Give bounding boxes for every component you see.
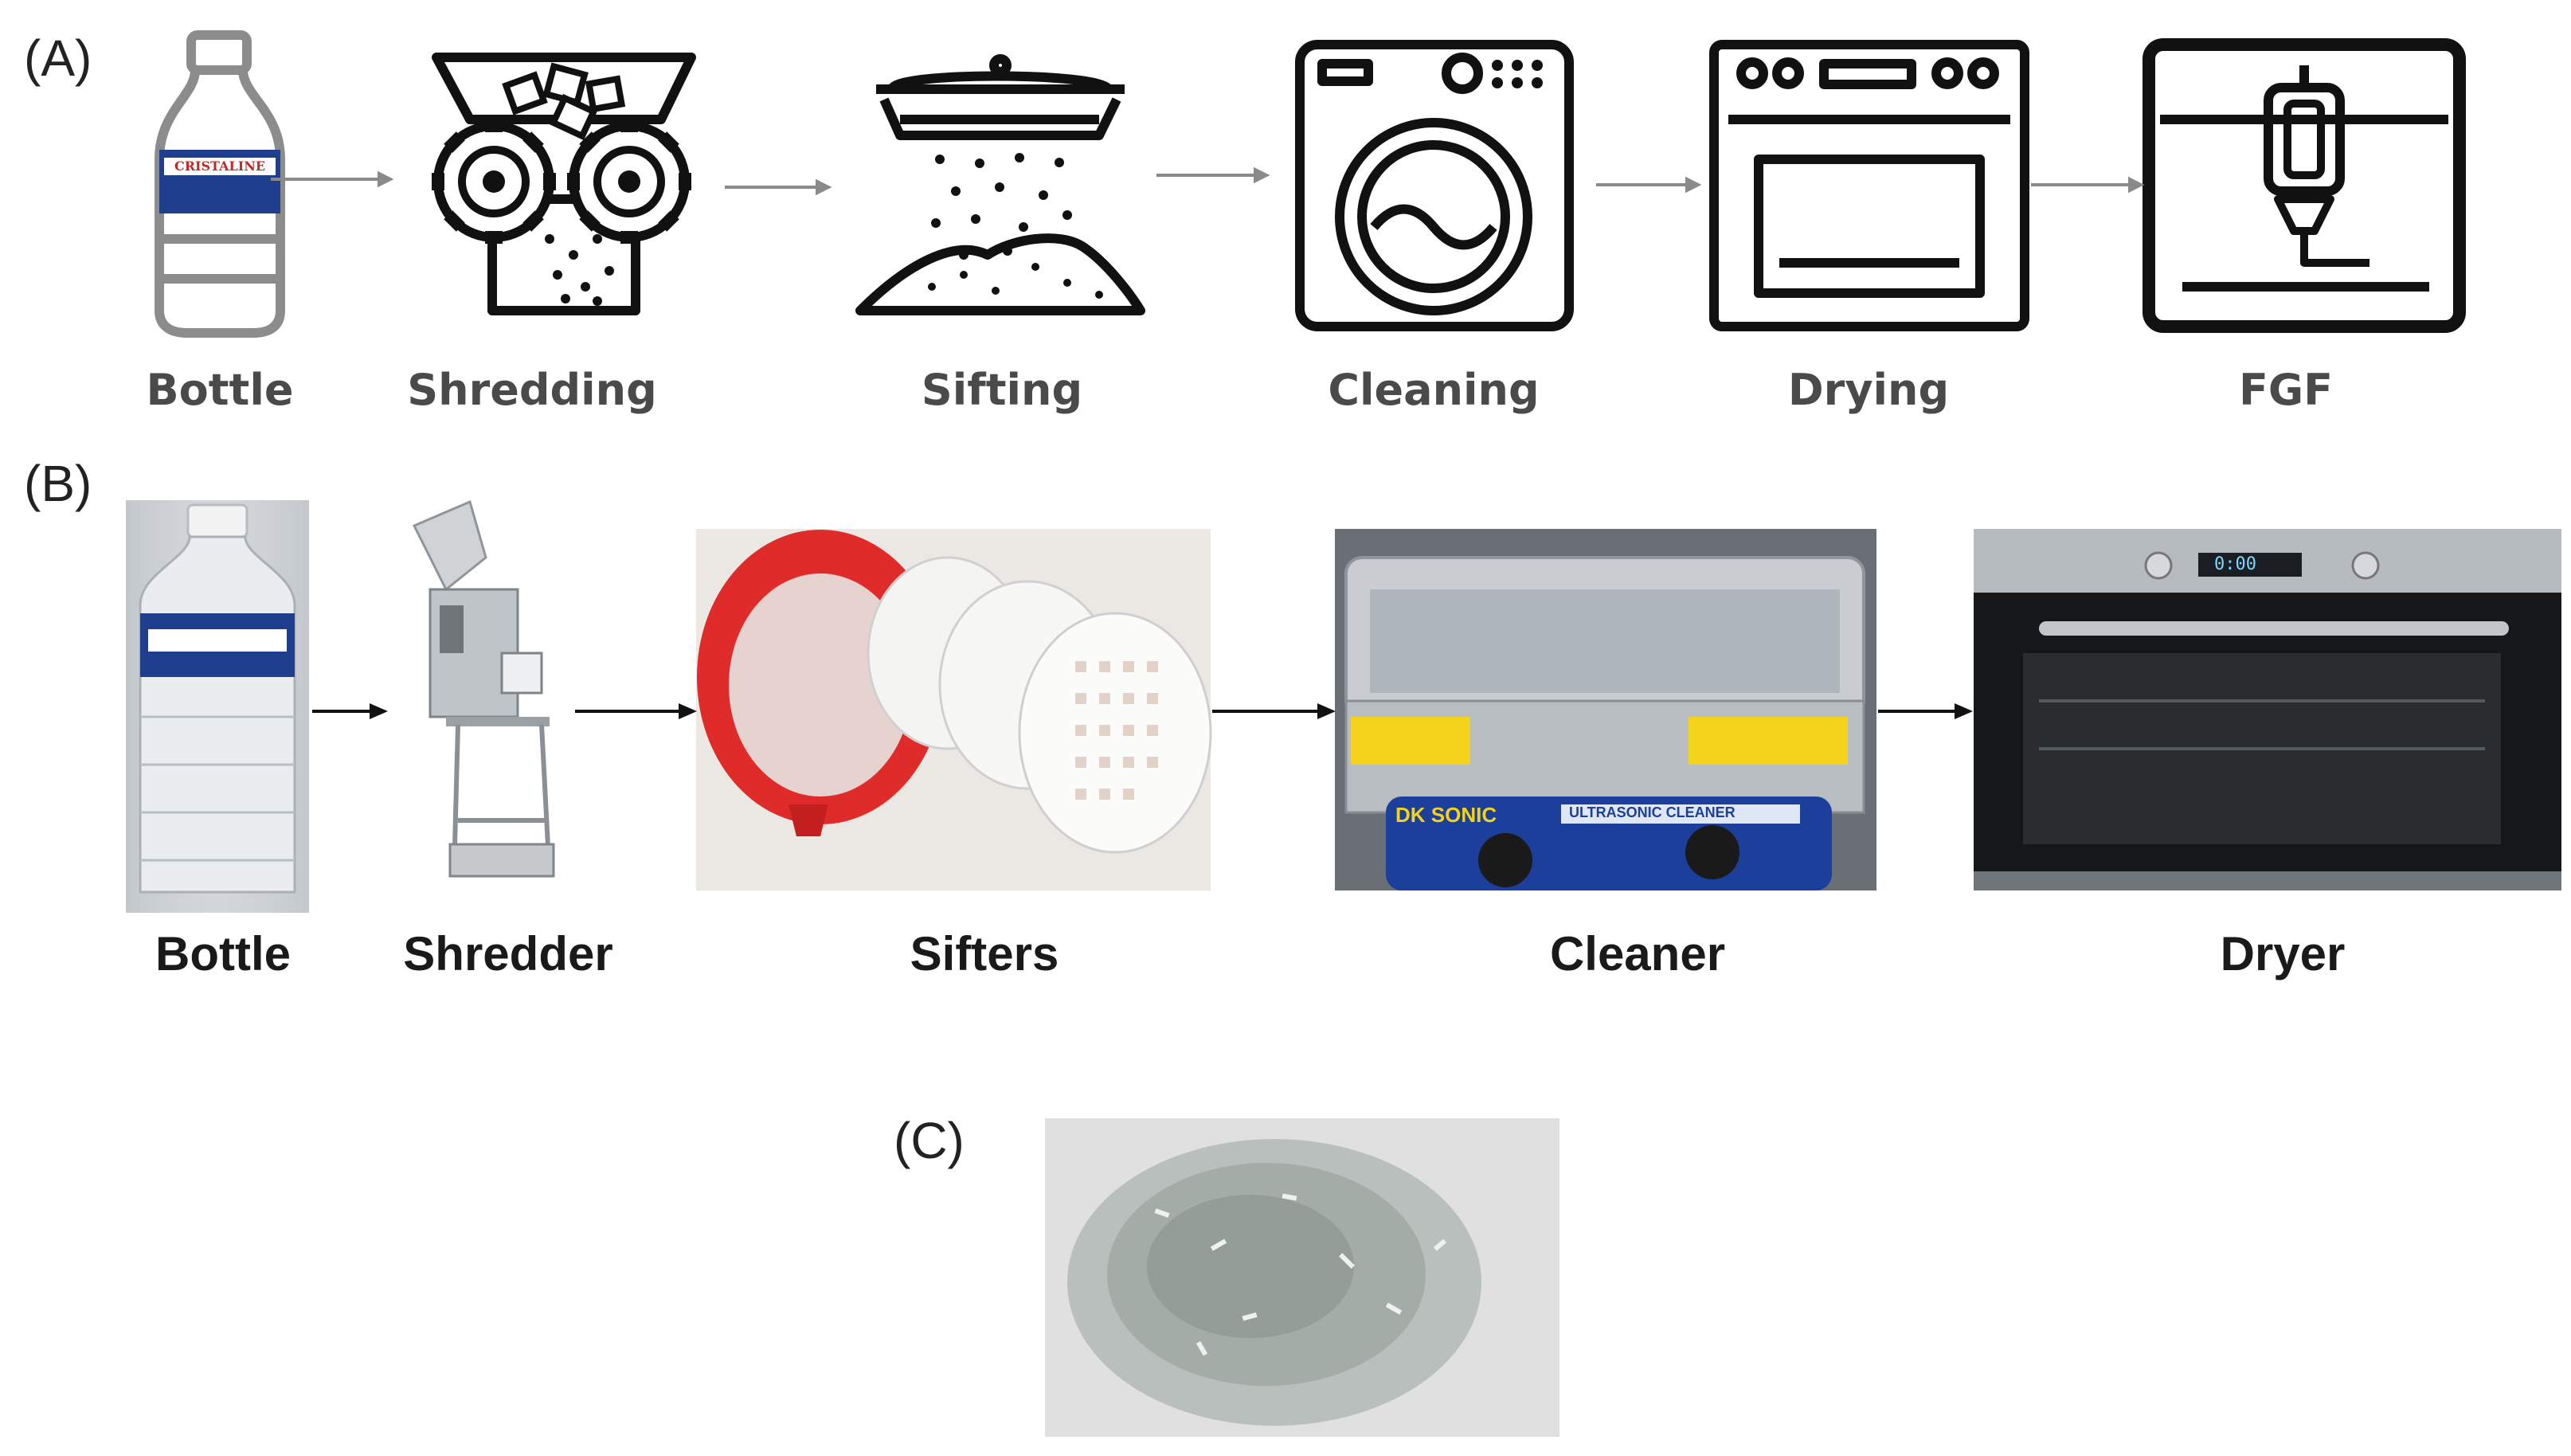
label-a-shredding: Shredding xyxy=(407,365,657,415)
label-a-fgf: FGF xyxy=(2238,365,2334,415)
powder-piles-icon xyxy=(855,233,1145,315)
label-a-sifting: Sifting xyxy=(921,365,1083,415)
label-a-bottle: Bottle xyxy=(146,365,294,415)
label-b-cleaner: Cleaner xyxy=(1549,927,1726,980)
shredder-icon xyxy=(432,53,696,315)
bottle-icon xyxy=(155,30,285,338)
cleaner-photo xyxy=(1335,529,1876,890)
dryer-display: 0:00 xyxy=(2214,554,2256,574)
row-a-arrows xyxy=(271,166,2145,196)
label-b-sifters: Sifters xyxy=(910,927,1059,980)
sifters-photo xyxy=(696,529,1212,890)
cleaner-model: ULTRASONIC CLEANER xyxy=(1569,804,1736,820)
panel-label-b: (B) xyxy=(24,455,92,512)
label-b-shredder: Shredder xyxy=(403,927,613,980)
oven-icon xyxy=(1709,40,2029,331)
shredded-particles-icon xyxy=(545,234,614,306)
dryer-photo xyxy=(1974,529,2561,890)
label-b-dryer: Dryer xyxy=(2220,927,2346,980)
plastic-flakes-icon xyxy=(502,62,626,141)
cleaner-brand: DK SONIC xyxy=(1395,803,1497,827)
label-b-bottle: Bottle xyxy=(155,927,291,980)
bottle-label-band-icon xyxy=(164,158,276,175)
bottle-photo xyxy=(126,500,309,913)
washing-machine-icon xyxy=(1295,40,1574,331)
panel-label-c: (C) xyxy=(894,1112,965,1169)
sieve-icon xyxy=(876,54,1125,140)
machine-buttons-icon xyxy=(1492,60,1543,88)
label-a-drying: Drying xyxy=(1787,365,1950,415)
label-a-cleaning: Cleaning xyxy=(1328,365,1540,415)
gear-left-icon xyxy=(432,119,556,244)
bottle-brand-text: CRISTALINE xyxy=(174,159,265,174)
shredder-photo xyxy=(412,499,555,878)
row-b-arrows xyxy=(312,703,1973,720)
flakes-photo xyxy=(1045,1118,1559,1437)
pile-dots-icon xyxy=(928,263,1103,299)
panel-label-a: (A) xyxy=(24,29,92,87)
fgf-printer-icon xyxy=(2142,38,2466,333)
gear-right-icon xyxy=(567,119,691,244)
